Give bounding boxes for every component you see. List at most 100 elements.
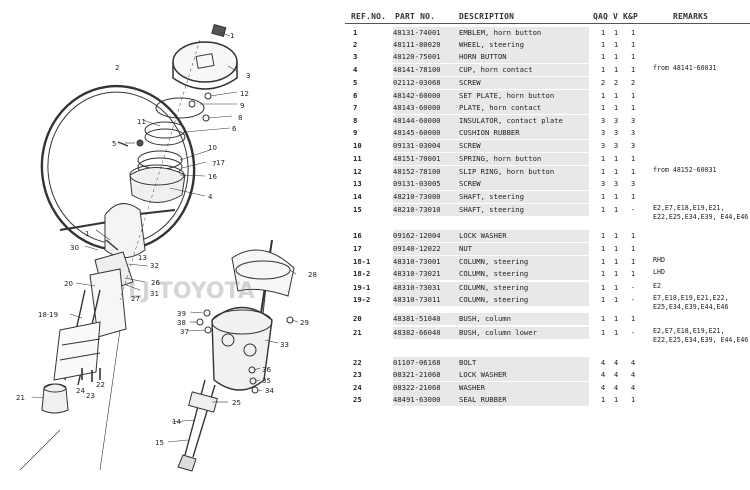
description-cell: INSULATOR, contact plate — [459, 115, 589, 127]
description-cell: SET PLATE, horn button — [459, 90, 589, 102]
ref-no-cell: 13 — [353, 179, 362, 188]
part-no-cell: 09162-12004 — [393, 230, 463, 242]
part-no-cell: 48120-75001 — [393, 51, 463, 63]
v-cell: 1 — [613, 314, 619, 323]
part-no-cell: 48310-73031 — [393, 282, 463, 294]
v-cell: 1 — [613, 283, 619, 292]
horn-button — [172, 41, 238, 83]
callout-17: 17 — [216, 159, 225, 167]
kap-cell: 1 — [630, 52, 636, 61]
kap-cell: - — [630, 328, 636, 337]
part-no-cell: 48210-73010 — [393, 204, 463, 216]
part-no-cell: 48141-78100 — [393, 64, 463, 76]
callout-12: 12 — [240, 90, 249, 98]
qty-cell: 1 — [600, 167, 606, 176]
kap-cell: - — [630, 283, 636, 292]
svg-text:1: 1 — [85, 230, 89, 238]
v-cell: 3 — [613, 128, 619, 137]
kap-cell: 3 — [630, 116, 636, 125]
ref-no-cell: 19-1 — [353, 283, 371, 292]
callout-11: 11 — [137, 118, 146, 126]
ref-no-cell: 1 — [353, 28, 358, 37]
header-remarks: REMARKS — [673, 12, 709, 21]
kap-cell: 1 — [630, 231, 636, 240]
v-cell: 1 — [613, 103, 619, 112]
v-cell: 2 — [613, 78, 619, 87]
qty-cell: 2 — [600, 78, 606, 87]
part-no-cell: 48145-60000 — [393, 127, 463, 139]
part-no-cell: 48310-73001 — [393, 256, 463, 268]
kap-cell: 1 — [630, 314, 636, 323]
description-cell: SCREW — [459, 178, 589, 190]
v-cell: 1 — [613, 40, 619, 49]
kap-cell: 1 — [630, 192, 636, 201]
callout-30: 30 — [70, 244, 79, 252]
ref-no-cell: 10 — [353, 141, 362, 150]
qty-cell: 1 — [600, 154, 606, 163]
steering-shaft-lower — [184, 379, 216, 458]
ref-no-cell: 15 — [353, 205, 362, 214]
ref-no-cell: 11 — [353, 154, 362, 163]
v-cell: 1 — [613, 231, 619, 240]
header-kap: K&P — [623, 12, 639, 21]
steering-assembly-drawing: LJ TOYOTA 1 2 3 4 5 6 7 8 9 10 11 12 13 … — [16, 23, 317, 472]
qty-cell: 1 — [600, 205, 606, 214]
callout-37: 37 — [180, 328, 189, 336]
v-cell: 1 — [613, 244, 619, 253]
remarks-cell: RHD — [653, 256, 665, 264]
callout-1: 1 — [230, 32, 234, 40]
qty-cell: 1 — [600, 192, 606, 201]
callout-14: 14 — [172, 418, 181, 426]
callout-13: 13 — [138, 254, 147, 262]
qty-cell: 4 — [600, 383, 606, 392]
gear-box-body — [211, 306, 273, 391]
part-no-cell: 48111-80020 — [393, 39, 463, 51]
v-cell: 4 — [613, 358, 619, 367]
qty-cell: 1 — [600, 91, 606, 100]
callout-10: 10 — [208, 144, 217, 152]
part-no-cell: 48382-66040 — [393, 327, 463, 339]
description-cell: SHAFT, steering — [459, 191, 589, 203]
ref-no-cell: 22 — [353, 358, 362, 367]
v-cell: 4 — [613, 383, 619, 392]
callout-5: 5 — [112, 140, 116, 148]
description-cell: NUT — [459, 243, 589, 255]
description-cell: WHEEL, steering — [459, 39, 589, 51]
kap-cell: 1 — [630, 65, 636, 74]
header-description: DESCRIPTION — [459, 12, 515, 21]
callout-4: 4 — [208, 193, 213, 201]
part-no-cell: 48143-60000 — [393, 102, 463, 114]
callout-22: 22 — [96, 381, 105, 389]
part-no-cell: 48310-73021 — [393, 268, 463, 280]
part-no-cell: 48151-70001 — [393, 153, 463, 165]
kap-cell: 4 — [630, 383, 636, 392]
ref-no-cell: 9 — [353, 128, 358, 137]
kap-cell: 1 — [630, 167, 636, 176]
callout-9: 9 — [240, 102, 244, 110]
v-cell: 1 — [613, 269, 619, 278]
kap-cell: 1 — [630, 154, 636, 163]
ref-no-cell: 23 — [353, 370, 362, 379]
qty-cell: 1 — [600, 283, 606, 292]
v-cell: 4 — [613, 370, 619, 379]
description-cell: CUP, horn contact — [459, 64, 589, 76]
ref-no-cell: 17 — [353, 244, 362, 253]
part-no-cell: 48381-51040 — [393, 313, 463, 325]
ref-no-cell: 21 — [353, 328, 362, 337]
wheel-hub — [104, 203, 146, 258]
callout-8: 8 — [238, 114, 242, 122]
description-cell: COLUMN, steering — [459, 256, 589, 268]
ref-no-cell: 3 — [353, 52, 358, 61]
ref-no-cell: 4 — [353, 65, 358, 74]
part-no-cell: 48491-63000 — [393, 394, 463, 406]
kap-cell: 1 — [630, 103, 636, 112]
